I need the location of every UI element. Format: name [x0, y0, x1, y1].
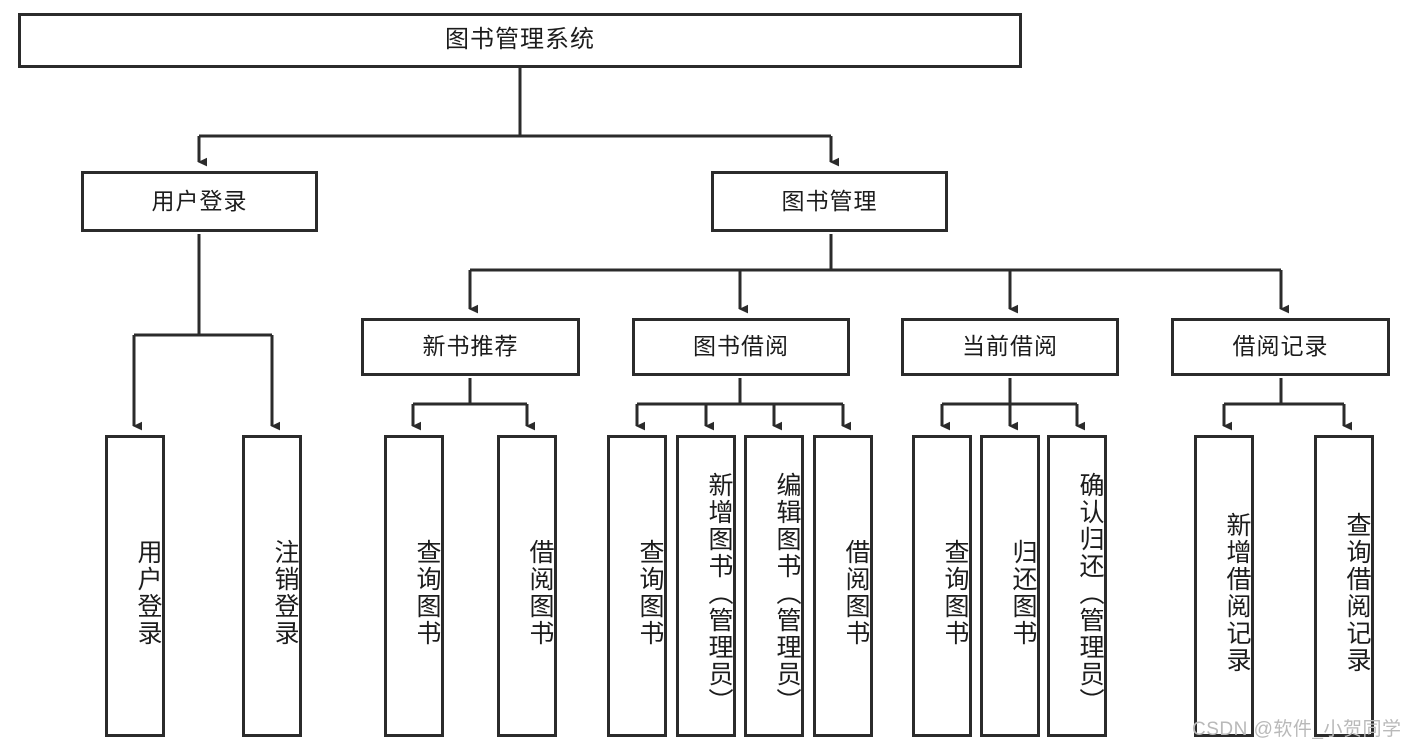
node-label: 用户登录: [134, 539, 162, 647]
node-label: 新书推荐: [422, 333, 519, 360]
leaf-borrow-query-book[interactable]: 查询图书: [607, 435, 667, 737]
node-label: 借阅图书: [842, 539, 870, 647]
leaf-user-logout[interactable]: 注销登录: [242, 435, 302, 737]
node-label: 查询图书: [413, 539, 441, 647]
node-current-borrow[interactable]: 当前借阅: [901, 318, 1119, 376]
leaf-new-book-borrow[interactable]: 借阅图书: [497, 435, 557, 737]
node-label: 图书管理系统: [445, 26, 595, 54]
node-label: 查询图书: [636, 539, 664, 647]
node-label: 编辑图书（管理员）: [773, 471, 801, 715]
node-label: 新增借阅记录: [1223, 512, 1251, 674]
node-root[interactable]: 图书管理系统: [18, 13, 1022, 68]
leaf-current-return-book[interactable]: 归还图书: [980, 435, 1040, 737]
leaf-new-book-query[interactable]: 查询图书: [384, 435, 444, 737]
leaf-current-confirm-return[interactable]: 确认归还（管理员）: [1047, 435, 1107, 737]
leaf-borrow-edit-book[interactable]: 编辑图书（管理员）: [744, 435, 804, 737]
node-label: 图书管理: [781, 187, 878, 214]
node-label: 确认归还（管理员）: [1076, 471, 1104, 715]
node-book-borrow[interactable]: 图书借阅: [632, 318, 850, 376]
leaf-user-login[interactable]: 用户登录: [105, 435, 165, 737]
node-label: 新增图书（管理员）: [705, 471, 733, 715]
leaf-borrow-borrow-book[interactable]: 借阅图书: [813, 435, 873, 737]
leaf-borrow-add-book[interactable]: 新增图书（管理员）: [676, 435, 736, 737]
watermark: CSDN @软件_小贺同学: [1192, 719, 1402, 740]
node-label: 注销登录: [271, 539, 299, 647]
node-label: 归还图书: [1009, 539, 1037, 647]
node-book-management[interactable]: 图书管理: [711, 171, 948, 232]
leaf-record-add[interactable]: 新增借阅记录: [1194, 435, 1254, 737]
node-label: 当前借阅: [962, 333, 1058, 360]
node-label: 借阅图书: [526, 539, 554, 647]
node-label: 图书借阅: [693, 333, 789, 360]
node-label: 借阅记录: [1232, 333, 1329, 360]
node-label: 查询借阅记录: [1343, 512, 1371, 674]
node-new-book-recommend[interactable]: 新书推荐: [361, 318, 580, 376]
node-borrow-record[interactable]: 借阅记录: [1171, 318, 1390, 376]
node-label: 查询图书: [941, 539, 969, 647]
leaf-current-query-book[interactable]: 查询图书: [912, 435, 972, 737]
node-user-login[interactable]: 用户登录: [81, 171, 318, 232]
leaf-record-query[interactable]: 查询借阅记录: [1314, 435, 1374, 737]
node-label: 用户登录: [151, 187, 248, 214]
